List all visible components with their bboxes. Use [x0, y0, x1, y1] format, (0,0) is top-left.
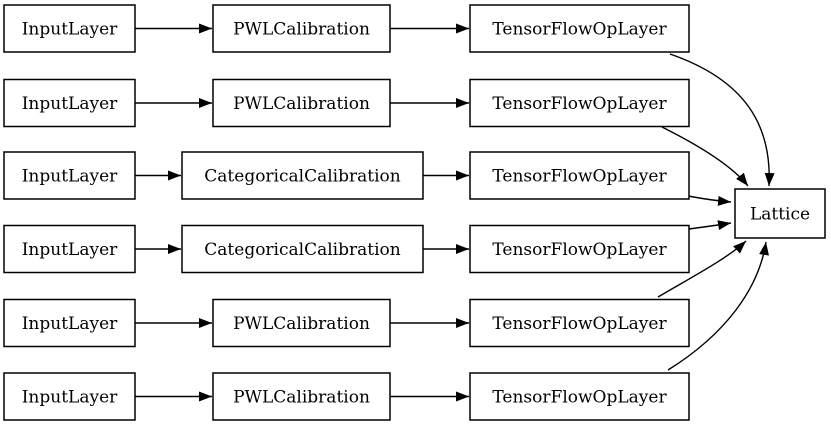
edge-op-lattice-1: [669, 53, 775, 187]
node-label: PWLCalibration: [233, 388, 370, 408]
edge-op-lattice-5: [657, 240, 747, 298]
node-box: [469, 372, 690, 421]
node-box: [469, 224, 690, 274]
node-box: [212, 78, 391, 128]
node-lattice: Lattice: [734, 188, 826, 239]
node-op-5: TensorFlowOpLayer: [469, 298, 690, 348]
node-box: [734, 188, 826, 239]
node-op-3: TensorFlowOpLayer: [469, 151, 690, 200]
node-calibration-5: PWLCalibration: [212, 298, 391, 348]
node-box: [3, 298, 136, 348]
node-label: CategoricalCalibration: [204, 167, 400, 187]
node-inputlayer-1: InputLayer: [3, 4, 136, 53]
node-box: [212, 372, 391, 421]
node-box: [3, 151, 136, 200]
node-label: InputLayer: [22, 240, 118, 260]
node-box: [469, 4, 690, 53]
edge-op-lattice-3: [687, 195, 732, 206]
node-op-1: TensorFlowOpLayer: [469, 4, 690, 53]
node-box: [3, 78, 136, 128]
node-calibration-6: PWLCalibration: [212, 372, 391, 421]
node-label: PWLCalibration: [233, 94, 370, 114]
edge-op-lattice-6: [667, 241, 769, 371]
node-op-6: TensorFlowOpLayer: [469, 372, 690, 421]
node-label: PWLCalibration: [233, 314, 370, 334]
node-label: InputLayer: [22, 388, 118, 408]
node-label: PWLCalibration: [233, 20, 370, 40]
node-box: [212, 298, 391, 348]
node-label: TensorFlowOpLayer: [492, 240, 667, 260]
node-box: [3, 224, 136, 274]
node-label: TensorFlowOpLayer: [492, 388, 667, 408]
node-inputlayer-4: InputLayer: [3, 224, 136, 274]
node-label: CategoricalCalibration: [204, 240, 400, 260]
node-box: [212, 4, 391, 53]
node-calibration-3: CategoricalCalibration: [181, 151, 424, 200]
node-calibration-1: PWLCalibration: [212, 4, 391, 53]
node-box: [469, 298, 690, 348]
node-box: [469, 78, 690, 128]
node-label: InputLayer: [22, 167, 118, 187]
node-op-2: TensorFlowOpLayer: [469, 78, 690, 128]
node-label: Lattice: [750, 205, 810, 225]
edge-op-lattice-4: [688, 220, 732, 231]
node-box: [181, 224, 424, 274]
node-op-4: TensorFlowOpLayer: [469, 224, 690, 274]
node-box: [181, 151, 424, 200]
node-label: TensorFlowOpLayer: [492, 314, 667, 334]
node-box: [3, 4, 136, 53]
node-inputlayer-6: InputLayer: [3, 372, 136, 421]
node-label: TensorFlowOpLayer: [492, 94, 667, 114]
node-inputlayer-2: InputLayer: [3, 78, 136, 128]
node-label: InputLayer: [22, 314, 118, 334]
node-label: TensorFlowOpLayer: [492, 167, 667, 187]
edge-op-lattice-2: [661, 126, 749, 187]
node-box: [3, 372, 136, 421]
node-box: [469, 151, 690, 200]
node-inputlayer-5: InputLayer: [3, 298, 136, 348]
node-label: InputLayer: [22, 94, 118, 114]
node-calibration-4: CategoricalCalibration: [181, 224, 424, 274]
node-label: InputLayer: [22, 20, 118, 40]
node-inputlayer-3: InputLayer: [3, 151, 136, 200]
node-calibration-2: PWLCalibration: [212, 78, 391, 128]
node-label: TensorFlowOpLayer: [492, 20, 667, 40]
